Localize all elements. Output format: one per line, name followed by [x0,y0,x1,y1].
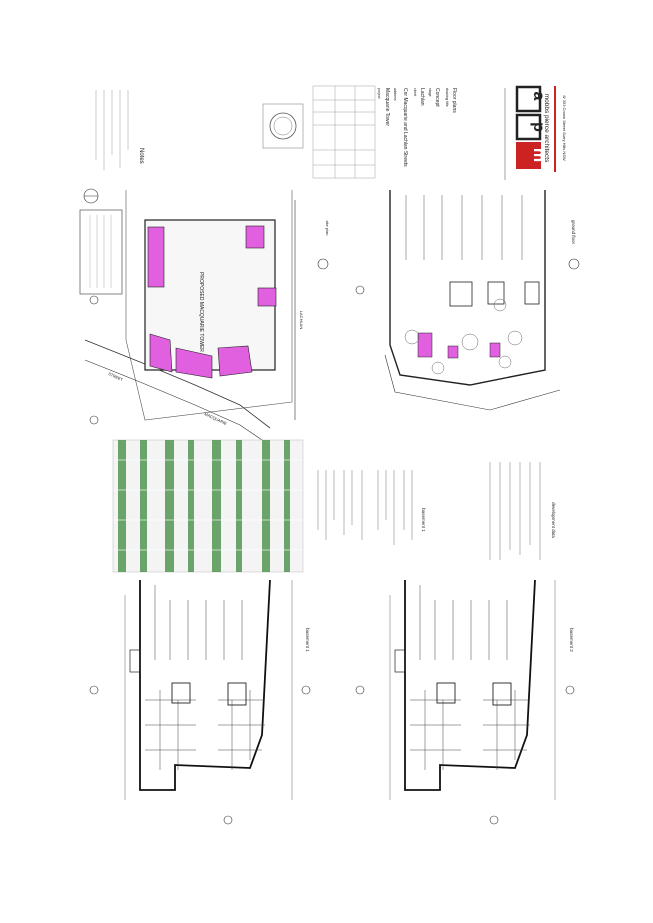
basement-2-plan: basement 2 [355,579,575,825]
street-side-label: LACHLAN [299,311,304,330]
client-label: client [413,88,417,96]
landscape-trees [404,298,523,375]
ground-highlight-areas [417,332,501,359]
development-data-label: development data [551,502,556,538]
green-bands [118,440,290,572]
street-corner-label: STREET [107,371,124,382]
street-bottom-label: MACQUARIE [204,411,228,426]
stage-value: Concept [434,88,440,107]
data-rows [317,462,541,560]
logo-letter-m: m [530,148,547,162]
revision-table [312,85,376,179]
key-plan [79,188,123,295]
stage-label: stage [428,88,432,97]
notes-heading: Notes [138,148,144,164]
grid-marker-icon [317,258,329,270]
firm-name: mobbs pierce architects [543,94,550,163]
highlight-areas [147,225,277,379]
notes-panel: Notes [95,90,144,170]
development-data: basement 1 development data [317,462,556,560]
client-name: Lachlan [419,88,425,106]
basement-data-label: basement 1 [421,508,426,532]
basement-1-plan: basement 1 [89,579,311,825]
site-plan-label: site plan [325,221,330,236]
ground-floor-plan: ground floor [384,190,580,411]
project-name: Macquarie Tower [384,88,390,126]
title-block: a p m mobbs pierce architects 6/ 353 Cro… [262,85,567,180]
address-label: address [393,88,397,101]
materials-schedule [112,439,304,573]
logo-letter-a: a [530,92,547,101]
logo-letter-p: p [530,122,547,132]
basement-1-label: basement 1 [305,628,310,652]
project-address: Cnr Macquarie and Lachlan Streets [402,88,408,167]
project-label: project [377,88,381,99]
basement-2-label: basement 2 [569,628,574,652]
notes-lines [95,90,129,170]
stamp-seal [262,103,304,149]
firm-address: 6/ 353 Crown Street Surry Hills NSW [562,95,567,161]
tower-label: PROPOSED MACQUARIE TOWER [198,272,204,352]
ground-floor-label: ground floor [571,220,576,245]
drawing-label: drawing title [445,88,449,107]
drawing-title: Floor plans [451,88,457,113]
site-plan: PROPOSED MACQUARIE TOWER LACHLAN MACQUAR… [84,190,330,443]
firm-logo: a p m [515,85,547,169]
